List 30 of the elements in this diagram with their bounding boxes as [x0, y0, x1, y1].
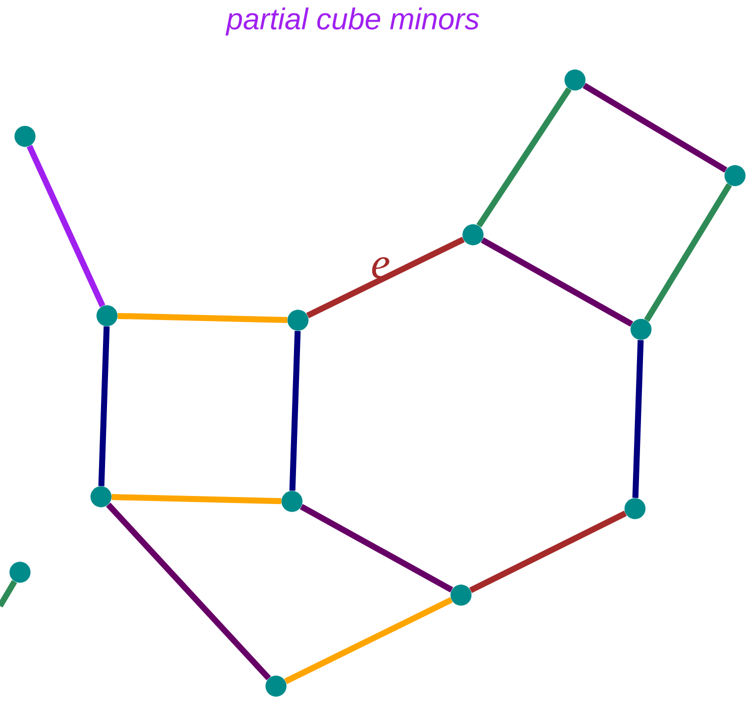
vertex-dot [266, 676, 286, 697]
graph-edge [98, 326, 110, 486]
vertex-dot [90, 486, 112, 508]
graph-edge [118, 312, 288, 324]
graph-edge [284, 597, 453, 684]
graph-edge [469, 510, 627, 594]
graph-edge [476, 87, 572, 228]
vertex-dot [96, 305, 118, 326]
vertex-dot [288, 310, 308, 331]
graph-edge [106, 502, 271, 680]
vertex-dot [14, 126, 36, 147]
vertex-dot [624, 498, 646, 520]
vertex-dot [630, 318, 652, 340]
graph-edge [26, 144, 106, 308]
graph-edge [480, 237, 634, 327]
graph-edge [0, 580, 18, 608]
graph-edge [644, 183, 732, 322]
graph-edge [306, 236, 465, 318]
graph-edge [112, 494, 282, 504]
graph-edge [300, 504, 454, 593]
graph-edge [289, 330, 301, 491]
graph-edge [632, 340, 644, 498]
graph-edge [582, 82, 728, 173]
title: partial cube minors [226, 8, 480, 36]
vertex-dot [10, 562, 30, 583]
vertex-dot [724, 165, 746, 186]
vertex-dot [282, 490, 302, 512]
vertex-dot [450, 584, 472, 606]
vertex-dot [564, 70, 586, 90]
vertex-dot [462, 224, 484, 246]
